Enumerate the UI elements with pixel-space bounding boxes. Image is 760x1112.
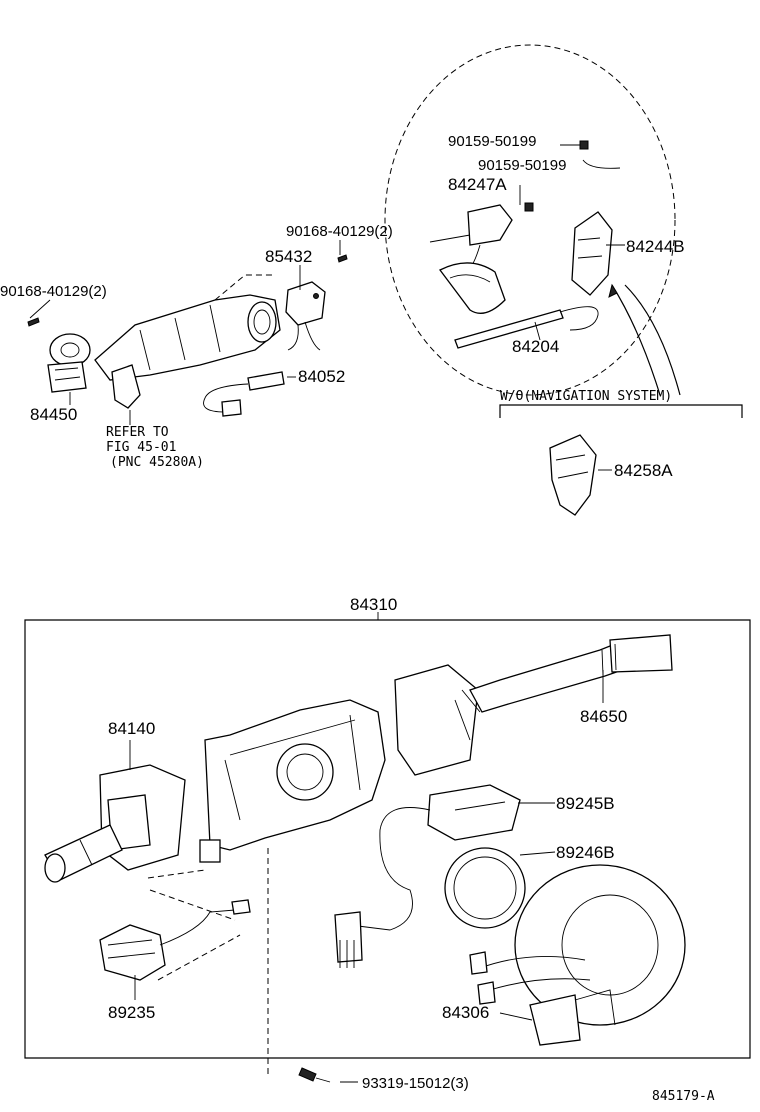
label-90159-50199-a: 90159-50199 [448,133,536,150]
part-89246B-shape [444,847,526,929]
leader-lines-lower [129,670,604,1083]
label-84052: 84052 [298,367,345,386]
label-90159-50199-b: 90159-50199 [478,157,566,174]
projection-lines [147,848,269,1075]
part-84052-shape [203,371,285,417]
part-84140-shape [44,764,186,883]
arrow-line [624,284,681,396]
label-89245B: 89245B [556,794,615,813]
label-90168-40129-left: 90168-40129(2) [0,283,107,300]
label-85432: 85432 [265,247,312,266]
part-84247A-shape [429,204,513,314]
label-93319-15012: 93319-15012(3) [362,1075,469,1092]
part-84306-shape [469,864,686,1046]
part-89245B-shape [334,784,521,968]
arrow-head-icon [608,283,618,298]
part-84258A-shape [549,434,597,516]
part-84450-shape [47,333,91,393]
label-89246B: 89246B [556,843,615,862]
arrow-line [611,284,661,396]
bolt-icon [298,1067,331,1083]
label-84140: 84140 [108,719,155,738]
label-wo-navigation: W/O(NAVIGATION SYSTEM) [500,389,672,404]
label-refer-to-line1: REFER TO [106,425,169,440]
label-84244B: 84244B [626,237,685,256]
screw-icon [27,140,589,327]
label-84310: 84310 [350,595,397,614]
leader-lines-upper [29,144,625,471]
label-89235: 89235 [108,1003,155,1022]
label-refer-to-line2: FIG 45-01 [106,440,176,455]
steering-column [94,274,281,409]
label-84247A: 84247A [448,175,507,194]
label-refer-to-line3: (PNC 45280A) [110,455,204,470]
label-84204: 84204 [512,337,559,356]
part-85432-shape [285,281,326,351]
label-84306: 84306 [442,1003,489,1022]
figure-id: 845179-A [652,1089,715,1104]
label-90168-40129-top: 90168-40129(2) [286,223,393,240]
part-89235-shape [99,899,251,981]
assembly-bracket [24,619,751,1059]
label-84450: 84450 [30,405,77,424]
part-84204-shape [454,306,599,349]
part-84244B-shape [571,211,613,296]
center-frame [199,699,386,863]
label-84258A: 84258A [614,461,673,480]
wo-nav-bracket [499,404,743,418]
part-84650-shape [394,634,673,776]
label-84650: 84650 [580,707,627,726]
steering-wheel-outline [384,44,676,396]
